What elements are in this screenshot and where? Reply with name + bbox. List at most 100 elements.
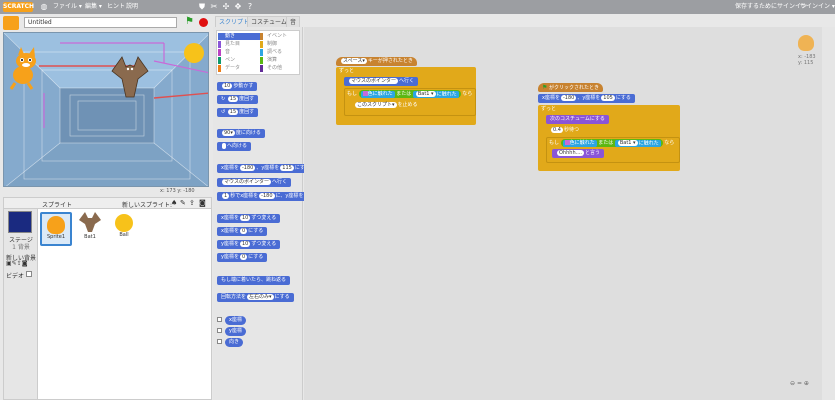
script1-touching-bat[interactable]: Bat1 ▾に触れた [412, 90, 459, 98]
stop-icon[interactable] [199, 18, 208, 27]
script1-hat-key[interactable]: スペース▾キーが押されたとき [336, 57, 417, 66]
scripts-area[interactable]: スペース▾キーが押されたとき ずっと マウスのポインターへ行く もし 色に触れた… [304, 27, 835, 400]
category-motion[interactable]: 動き [218, 33, 260, 40]
category-control[interactable]: 制御 [260, 41, 302, 48]
goto-target-slot[interactable]: マウスのポインター [222, 178, 272, 185]
duplicate-icon[interactable]: ⛊ [199, 2, 205, 11]
s2-goto-y-slot[interactable]: 105 [601, 94, 615, 101]
upload-backdrop-icon[interactable]: ⇪ [16, 260, 22, 267]
y-position-checkbox[interactable] [217, 328, 222, 333]
sprite-item-ball[interactable]: Ball [108, 212, 140, 246]
say-text-slot[interactable]: Ohhhh.... [557, 149, 584, 156]
sprite-item-bat1[interactable]: Bat1 [74, 212, 106, 246]
move-steps-slot[interactable]: 10 [222, 82, 233, 89]
script1-stop[interactable]: このスクリプト▾を止める [350, 101, 422, 110]
bat-target-slot[interactable]: Bat1 ▾ [617, 139, 638, 146]
reporter-y-position[interactable]: y座標 [225, 327, 246, 336]
block-point-direction[interactable]: 90▾度に向ける [217, 129, 265, 138]
project-title-input[interactable]: Untitled [24, 17, 177, 28]
glide-x-slot[interactable]: -180 [259, 192, 275, 199]
reporter-x-position[interactable]: x座標 [225, 316, 246, 325]
reporter-direction[interactable]: 向き [225, 338, 244, 347]
block-bounce[interactable]: もし端に着いたら、跳ね返る [217, 276, 291, 285]
delete-icon[interactable]: ✂ [210, 2, 218, 11]
category-sensing[interactable]: 調べる [260, 49, 302, 56]
block-rotation-style[interactable]: 回転方法を左右のみ▾にする [217, 293, 294, 302]
script2-next-costume[interactable]: 次のコスチュームにする [546, 115, 609, 124]
stop-target-slot[interactable]: このスクリプト▾ [355, 101, 397, 108]
script2-or-operator[interactable]: 色に触れた または Bat1 ▾に触れた [560, 139, 663, 147]
choose-sprite-icon[interactable]: ♠ [171, 199, 178, 207]
category-more[interactable]: その他 [260, 65, 302, 72]
camera-icon[interactable]: ◙ [199, 199, 206, 207]
green-flag-icon[interactable]: ⚑ [185, 16, 194, 27]
color-swatch[interactable] [362, 91, 368, 96]
towards-slot[interactable] [222, 142, 226, 149]
wait-secs-slot[interactable]: 0.4 [551, 126, 563, 133]
set-x-slot[interactable]: 0 [239, 227, 248, 234]
script2-hat-flag[interactable]: ⚑ がクリックされたとき [538, 83, 603, 92]
direction-slot[interactable]: 90▾ [222, 129, 235, 136]
glide-secs-slot[interactable]: 1 [222, 192, 230, 199]
category-pen[interactable]: ペン [218, 57, 260, 64]
turn-right-slot[interactable]: 15 [227, 95, 239, 102]
category-operators[interactable]: 演算 [260, 57, 302, 64]
grow-icon[interactable]: ✣ [222, 2, 230, 11]
script2-touching-color[interactable]: 色に触れた [562, 140, 597, 147]
change-y-slot[interactable]: 10 [239, 240, 251, 247]
bat-target-slot[interactable]: Bat1 ▾ [415, 90, 436, 97]
sprite-item-sprite1[interactable]: Sprite1 [40, 212, 72, 246]
backdrop-camera-icon[interactable]: ◙ [21, 260, 28, 267]
shrink-icon[interactable]: ✥ [234, 2, 242, 11]
script2-touching-bat[interactable]: Bat1 ▾に触れた [614, 139, 661, 147]
zoom-in-icon[interactable]: ⊕ [803, 380, 809, 387]
upload-sprite-icon[interactable]: ⇪ [189, 199, 195, 207]
direction-checkbox[interactable] [217, 339, 222, 344]
script1-touching-color[interactable]: 色に触れた [360, 91, 395, 98]
stage-thumbnail[interactable] [8, 211, 32, 233]
scripts-scrollbar[interactable] [822, 27, 835, 400]
rotation-style-slot[interactable]: 左右のみ▾ [247, 293, 274, 300]
file-menu[interactable]: ファイル ▾ [53, 3, 82, 10]
change-x-slot[interactable]: 10 [239, 214, 251, 221]
category-looks[interactable]: 見た目 [218, 41, 260, 48]
goto-x-slot[interactable]: -180 [239, 164, 256, 171]
edit-menu[interactable]: 編集 ▾ [85, 3, 102, 10]
tips-menu[interactable]: ヒント [107, 3, 126, 10]
stage-canvas[interactable] [3, 32, 209, 187]
script1-goto-slot[interactable]: マウスのポインター [349, 77, 399, 84]
choose-backdrop-icon[interactable]: ▣ [6, 260, 12, 267]
signin-menu[interactable]: サインイン ▾ [800, 3, 835, 10]
tab-costumes[interactable]: コスチューム [247, 16, 291, 27]
category-sound[interactable]: 音 [218, 49, 260, 56]
help-icon[interactable]: ? [247, 2, 253, 11]
video-checkbox[interactable] [26, 271, 32, 277]
paint-sprite-icon[interactable]: ✎ [180, 199, 186, 207]
scratch-logo[interactable]: SCRATCH [3, 2, 35, 12]
s2-goto-x-slot[interactable]: -180 [560, 94, 577, 101]
block-goto[interactable]: マウスのポインターへ行く [217, 178, 292, 187]
paint-backdrop-icon[interactable]: ✎ [11, 260, 17, 267]
color-swatch[interactable] [564, 140, 570, 145]
script2-say[interactable]: Ohhhh....と言う [552, 149, 604, 158]
globe-icon[interactable]: ◍ [40, 2, 48, 11]
block-point-towards[interactable]: へ向ける [217, 142, 252, 151]
goto-y-slot[interactable]: 115 [280, 164, 294, 171]
tab-sounds[interactable]: 音 [286, 16, 301, 27]
category-events[interactable]: イベント [260, 33, 302, 40]
category-data[interactable]: データ [218, 65, 260, 72]
about-menu[interactable]: 説明 [126, 3, 139, 10]
set-y-slot[interactable]: 0 [239, 253, 248, 260]
key-slot[interactable]: スペース▾ [341, 57, 367, 64]
zoom-reset-icon[interactable]: = [796, 380, 802, 387]
script1-goto[interactable]: マウスのポインターへ行く [344, 77, 419, 86]
